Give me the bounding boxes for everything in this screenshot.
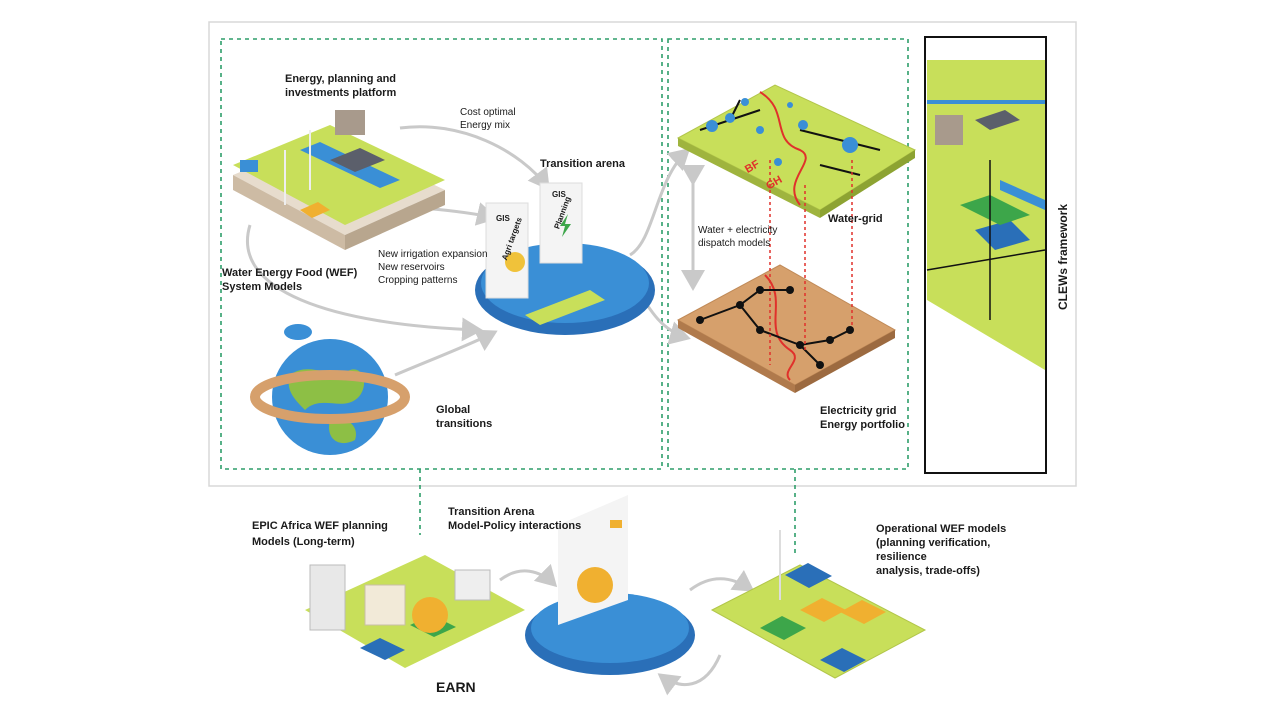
transition-arena-bottom-label: Transition Arena Model-Policy interactio… xyxy=(448,505,581,533)
global-transitions-label: Global transitions xyxy=(436,403,492,431)
clews-framework-label: CLEWs framework xyxy=(1056,203,1070,310)
transition-arena-bottom-line-1: Transition Arena xyxy=(448,506,535,518)
water-grid-map xyxy=(676,84,917,218)
globe-illustration xyxy=(250,324,410,455)
electricity-grid-line-1: Electricity grid xyxy=(820,405,897,417)
left-dashed-box xyxy=(220,38,663,470)
board-gis-agri: GIS xyxy=(496,214,510,223)
wef-models-line-2: System Models xyxy=(222,281,303,293)
electricity-grid-line-2: Energy portfolio xyxy=(820,419,905,431)
energy-platform-line-1: Energy, planning and xyxy=(285,73,397,85)
policy-item-2: New reservoirs xyxy=(378,262,445,273)
epic-africa-line-2: Models (Long-term) xyxy=(252,536,355,548)
energy-platform-label: Energy, planning and investments platfor… xyxy=(285,72,396,100)
cost-optimal-line-1: Cost optimal xyxy=(460,107,516,118)
cost-optimal-line-2: Energy mix xyxy=(460,120,511,131)
wef-models-line-1: Water Energy Food (WEF) xyxy=(222,267,358,279)
operational-illustration xyxy=(710,530,927,679)
flow-arrow-bottom-1 xyxy=(499,563,558,588)
dispatch-label: Water + electricity dispatch models xyxy=(698,224,777,250)
operational-line-4: analysis, trade-offs) xyxy=(876,565,980,577)
earn-label: EARN xyxy=(436,679,476,695)
flow-arrow-bottom-2 xyxy=(689,569,755,592)
earn-illustration xyxy=(305,555,525,668)
dispatch-line-2: dispatch models xyxy=(698,238,771,249)
cost-optimal-label: Cost optimal Energy mix xyxy=(460,106,516,132)
flow-arrow-bottom-return xyxy=(657,654,722,696)
transition-arena-bottom-line-2: Model-Policy interactions xyxy=(448,520,582,532)
water-grid-label: Water-grid xyxy=(828,213,883,225)
right-dashed-box xyxy=(667,38,909,470)
flow-arrow-to-water xyxy=(629,147,691,257)
operational-models-label: Operational WEF models (planning verific… xyxy=(876,522,1006,578)
board-gis-planning: GIS xyxy=(552,190,566,199)
operational-line-1: Operational WEF models xyxy=(876,523,1007,535)
flow-arrow-left-loop xyxy=(246,224,483,342)
policy-arena-illustration xyxy=(525,495,695,675)
flow-arrow-global xyxy=(394,329,498,377)
wef-models-label: Water Energy Food (WEF) System Models xyxy=(222,266,357,294)
epic-africa-line-1: EPIC Africa WEF planning xyxy=(252,520,388,532)
transition-arena-illustration xyxy=(475,182,655,335)
policy-item-1: New irrigation expansion xyxy=(378,249,488,260)
operational-line-3: resilience xyxy=(876,551,927,563)
global-transitions-line-2: transitions xyxy=(436,418,493,430)
transition-arena-label: Transition arena xyxy=(540,158,625,170)
operational-line-2: (planning verification, xyxy=(876,537,991,549)
flow-arrow-energy xyxy=(399,125,550,191)
energy-platform-line-2: investments platform xyxy=(285,87,397,99)
energy-platform-illustration xyxy=(233,110,445,250)
global-transitions-line-1: Global xyxy=(436,404,471,416)
epic-africa-label: EPIC Africa WEF planning Models (Long-te… xyxy=(252,518,388,550)
clews-illustration xyxy=(926,60,1046,370)
electricity-grid-map xyxy=(676,264,897,393)
electricity-grid-label: Electricity grid Energy portfolio xyxy=(820,404,905,432)
policy-item-3: Cropping patterns xyxy=(378,275,458,286)
policy-list-label: New irrigation expansion New reservoirs … xyxy=(378,248,488,287)
dispatch-line-1: Water + electricity xyxy=(698,225,778,236)
outer-frame xyxy=(208,21,1077,487)
